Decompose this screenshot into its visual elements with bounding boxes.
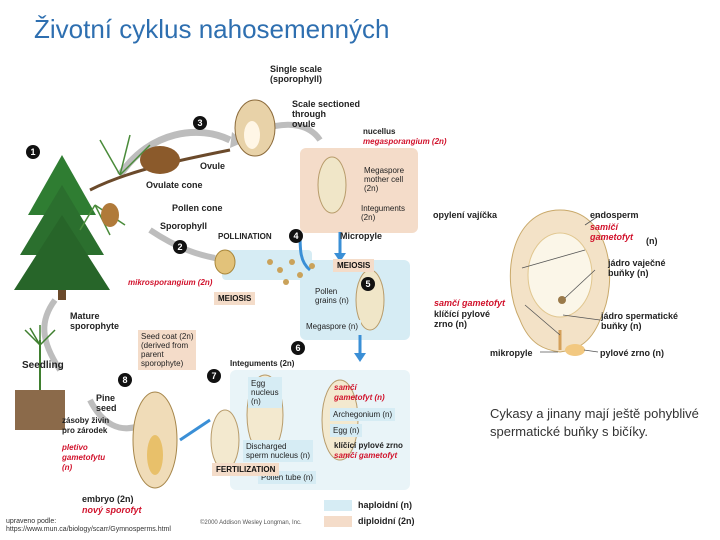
label-pletivo: pletivo gametofytu (n) bbox=[62, 443, 106, 472]
ovulate-cone-shape bbox=[140, 146, 180, 174]
pollen-grain-shape bbox=[565, 344, 585, 356]
blue-arrow-head-1 bbox=[334, 253, 346, 262]
step-number-1: 1 bbox=[26, 145, 40, 159]
fertilized-ovule bbox=[210, 409, 240, 471]
label-samici-gametofyt: samičí gametofyt bbox=[590, 222, 634, 242]
label-embryo: embryo (2n) bbox=[82, 494, 134, 504]
megasporangium-shape bbox=[317, 156, 347, 214]
label-pollen-grains: Pollen grains (n) bbox=[312, 285, 352, 307]
label-megasporangium: megasporangium (2n) bbox=[363, 137, 447, 146]
label-klicici: klíčící pylové zrno bbox=[334, 441, 403, 450]
label-egg: Egg (n) bbox=[330, 424, 363, 437]
label-single-scale: Single scale (sporophyll) bbox=[270, 64, 323, 84]
label-endosperm: endosperm bbox=[590, 210, 639, 220]
label-egg-nucleus: Egg nucleus (n) bbox=[248, 377, 282, 408]
cycle-arrow-4 bbox=[41, 298, 63, 372]
label-pylove-zrno: pylové zrno (n) bbox=[600, 348, 665, 358]
label-seedling: Seedling bbox=[22, 360, 64, 371]
stage-bg-pollen bbox=[222, 250, 312, 280]
label-seed-coat: Seed coat (2n) (derived from parent spor… bbox=[138, 330, 197, 370]
label-samici-gametofyt-n: (n) bbox=[646, 236, 658, 246]
label-meiosis-1: MEIOSIS bbox=[214, 292, 256, 305]
step-number-8: 8 bbox=[118, 373, 132, 387]
legend-diploid-swatch bbox=[324, 516, 352, 527]
label-meiosis-2: MEIOSIS bbox=[333, 259, 375, 272]
label-megaspore: Megaspore (n) bbox=[303, 320, 362, 333]
label-novy-sporofyt: nový sporofyt bbox=[82, 505, 142, 515]
label-samci-gametofyt-3: samčí gametofyt bbox=[434, 298, 506, 308]
label-scale-sectioned: Scale sectioned through ovule bbox=[292, 99, 361, 129]
step-number-6: 6 bbox=[291, 341, 305, 355]
pollen-grains-dots bbox=[267, 259, 315, 285]
label-mikrosporangium: mikrosporangium (2n) bbox=[128, 278, 213, 287]
pollen-cone-shape bbox=[101, 203, 119, 227]
label-opyleni: opylení vajíčka bbox=[433, 210, 498, 220]
legend-haploid-swatch bbox=[324, 500, 352, 511]
label-jadro-vajecne: jádro vaječné buňky (n) bbox=[608, 258, 666, 278]
cycle-arrow-1 bbox=[117, 128, 232, 177]
legend-haploid-label: haploidní (n) bbox=[358, 500, 412, 510]
label-ovule: Ovule bbox=[200, 161, 226, 171]
label-klicici-pylove: klíčící pylové zrno (n) bbox=[434, 309, 491, 329]
cycle-arrow-3 bbox=[148, 227, 216, 261]
tree-bottom bbox=[14, 215, 110, 290]
label-mikropyle: mikropyle bbox=[490, 348, 533, 358]
page-title: Životní cyklus nahosemenných bbox=[34, 14, 390, 44]
step-number-4: 4 bbox=[289, 229, 303, 243]
step-number-2: 2 bbox=[173, 240, 187, 254]
label-micropyle: Micropyle bbox=[340, 231, 383, 241]
step-number-5: 5 bbox=[361, 277, 375, 291]
label-zasoby: zásoby živin pro zárodek bbox=[62, 416, 110, 435]
label-pollen-cone: Pollen cone bbox=[172, 203, 223, 213]
label-samci-gametofyt-1: samčí gametofyt (n) bbox=[334, 383, 385, 402]
label-nucellus: nucellus bbox=[363, 127, 396, 136]
seedling-needles bbox=[24, 325, 56, 346]
sporophyll-shape bbox=[214, 249, 236, 275]
label-ovulate-cone: Ovulate cone bbox=[146, 180, 203, 190]
label-samci-gametofyt-2: samčí gametofyt bbox=[334, 451, 398, 460]
note-text: Cykasy a jinany mají ještě pohyblivé spe… bbox=[490, 406, 699, 439]
label-sporophyll: Sporophyll bbox=[160, 221, 207, 231]
legend-diploid-label: diploidní (2n) bbox=[358, 516, 415, 526]
ovule-shape bbox=[244, 121, 260, 149]
blue-arrow-head-2 bbox=[354, 353, 366, 362]
embryo-shape bbox=[147, 435, 163, 475]
label-discharged: Discharged sperm nucleus (n) bbox=[243, 440, 314, 462]
label-integuments-1: Integuments (2n) bbox=[358, 202, 409, 224]
step-number-3: 3 bbox=[193, 116, 207, 130]
label-pine-seed: Pine seed bbox=[96, 393, 117, 413]
label-fertilization: FERTILIZATION bbox=[212, 463, 280, 476]
soil-shape bbox=[15, 390, 65, 430]
source-text: upraveno podle: https://www.mun.ca/biolo… bbox=[6, 518, 171, 533]
label-jadro-spermaticke: jádro spermatické buňky (n) bbox=[601, 311, 679, 331]
step-number-7: 7 bbox=[207, 369, 221, 383]
label-archegonium: Archegonium (n) bbox=[330, 408, 396, 421]
egg-nucleus-shape bbox=[558, 296, 566, 304]
label-mature-sporophyte: Mature sporophyte bbox=[70, 311, 120, 331]
copyright-text: ©2000 Addison Wesley Longman, Inc. bbox=[200, 520, 302, 526]
female-gametophyte-shape bbox=[527, 232, 593, 318]
leader-lines bbox=[521, 214, 601, 353]
label-pollination: POLLINATION bbox=[218, 232, 272, 241]
label-megaspore-mother-cell: Megaspore mother cell (2n) bbox=[361, 164, 408, 195]
label-integuments-2: Integuments (2n) bbox=[230, 359, 295, 368]
blue-arrow-4 bbox=[179, 418, 211, 442]
